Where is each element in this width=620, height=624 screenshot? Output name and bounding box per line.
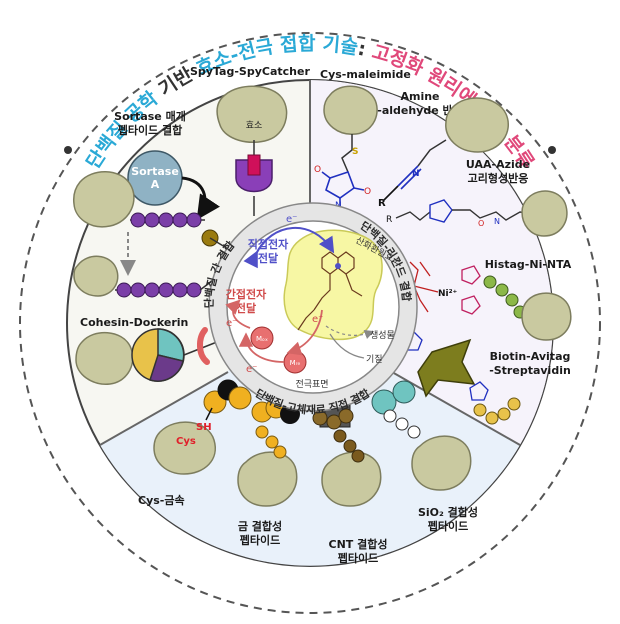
sortase-arrow xyxy=(181,176,220,220)
sio2-peptide-beads xyxy=(383,409,421,439)
uaa-enzyme xyxy=(521,190,568,237)
cnt-peptide-enzyme xyxy=(321,451,382,507)
ring-dot-right xyxy=(548,146,556,154)
amine-enzyme xyxy=(445,97,509,153)
enzyme-label: 효소 xyxy=(246,120,263,131)
sh-bond xyxy=(205,407,213,421)
sortase-enzyme-top xyxy=(73,171,135,228)
indirect-e-label-1: e⁻ xyxy=(226,318,237,329)
histidine-rings xyxy=(461,265,481,315)
biotin-label: Biotin-Avitag-Streptavidin xyxy=(489,350,571,377)
sortase-enzyme-bottom xyxy=(73,255,119,297)
carbamate-nh: N xyxy=(494,217,500,226)
spytag-enzyme xyxy=(216,85,288,144)
electrode-surface-label: 전극표면 xyxy=(295,379,328,390)
cohesin-label: Cohesin-Dockerin xyxy=(80,316,188,329)
bottom-sector xyxy=(100,323,520,566)
indirect-e-label-3: e⁻ xyxy=(312,314,323,325)
spytag-shape xyxy=(247,154,261,176)
divider-right xyxy=(391,371,521,446)
gold-peptide-beads xyxy=(255,425,287,459)
substrate-line xyxy=(329,333,365,359)
title-part-4: : xyxy=(356,38,375,63)
sh-label: SH xyxy=(196,422,212,433)
cys-tag-label: Cys xyxy=(176,436,196,447)
direct-e-label: e⁻ xyxy=(286,214,297,225)
cohesin-enzyme xyxy=(75,331,134,385)
maleimide-ring xyxy=(321,170,365,212)
amine-label: Amine-aldehyde 반응 xyxy=(377,90,463,117)
triazole-r: R xyxy=(386,215,392,225)
cofactor-center xyxy=(335,263,341,269)
ring-dot-left xyxy=(64,146,72,154)
amine-linker xyxy=(417,139,447,167)
histag-label: Histag-Ni-NTA xyxy=(485,258,572,271)
avitag-bead-chain xyxy=(473,397,521,425)
cys-metal-label: Cys-금속 xyxy=(138,494,185,507)
indirect-arrow-2 xyxy=(238,332,285,363)
indirect-arrow-1 xyxy=(286,309,323,356)
carbamate-o: O xyxy=(478,219,484,228)
cys-thiol-linker xyxy=(341,134,353,173)
purple-bead-chain-bottom xyxy=(115,274,221,298)
product-label: 생성물 xyxy=(370,330,395,341)
histag-enzyme xyxy=(521,292,572,341)
product-arrow xyxy=(325,325,375,340)
maleimide-o1: O xyxy=(314,165,321,175)
sulfur-atom: S xyxy=(352,147,358,157)
triazole-linker xyxy=(395,199,533,223)
cohesin-dockerin-pie xyxy=(131,328,185,382)
svg-text:R: R xyxy=(378,198,386,209)
nickel-ion: Ni²⁺ xyxy=(438,289,458,299)
purple-bead-chain-top xyxy=(130,212,231,251)
mediator-red-label: Mᵣₑ xyxy=(290,359,301,367)
imine-bond: N R xyxy=(378,165,422,209)
indirect-arrow-3 xyxy=(225,299,251,329)
cys-maleimide-label: Cys-maleimide xyxy=(320,68,411,81)
maleimide-o2: O xyxy=(364,187,371,197)
substrate-label: 기질 xyxy=(366,353,383,365)
electrode-bumps xyxy=(203,379,416,430)
spycatcher-shape xyxy=(235,159,273,193)
cys-metal-enzyme xyxy=(153,421,217,475)
direct-transfer-arrow xyxy=(243,226,335,269)
spytag-label: SpyTag-SpyCatcher xyxy=(190,65,310,78)
sio2-peptide-enzyme xyxy=(411,435,472,491)
divider-left xyxy=(99,371,229,446)
cnt-peptide-beads xyxy=(333,429,365,463)
cohesin-red-clamp xyxy=(197,327,210,365)
indirect-e-label-2: e⁻ xyxy=(246,364,257,375)
svg-text:N: N xyxy=(412,169,420,179)
cys-enzyme xyxy=(323,85,378,135)
outer-dashed-ring xyxy=(19,32,601,614)
gold-peptide-enzyme xyxy=(237,451,298,507)
mediator-ox-label: Mₒₓ xyxy=(256,335,268,343)
streptavidin-shape xyxy=(417,338,476,398)
